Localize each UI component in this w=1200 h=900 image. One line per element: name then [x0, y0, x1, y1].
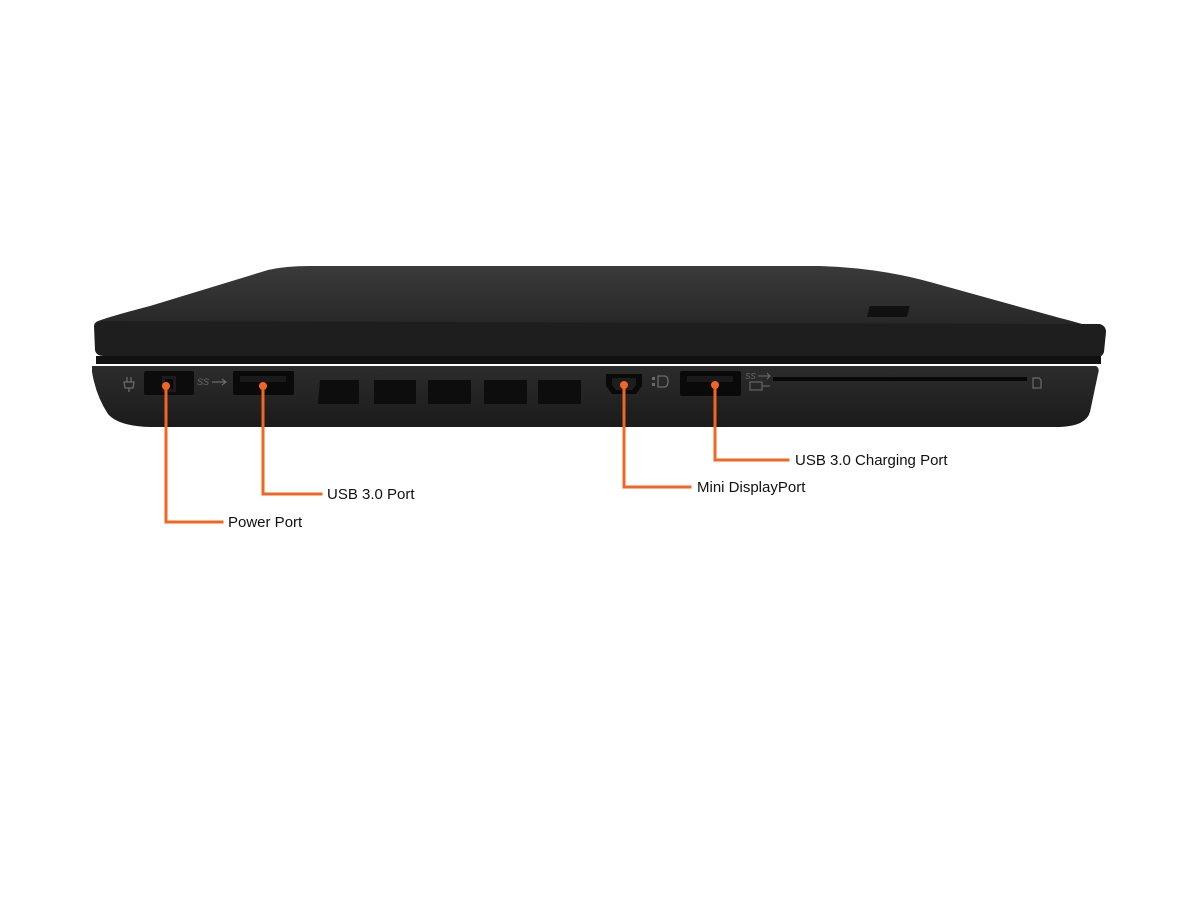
card-reader-slot: [773, 377, 1027, 381]
lid-edge: [94, 321, 1106, 358]
mini-displayport-callout-dot: [620, 381, 628, 389]
usb-charging-callout-line: [713, 383, 790, 462]
usb-port-label: USB 3.0 Port: [327, 486, 415, 503]
lid-top-surface: [96, 266, 1096, 330]
displayport-icon: [652, 375, 669, 388]
sd-card-icon: [1032, 377, 1042, 389]
power-port-callout-dot: [162, 382, 170, 390]
power-port-label: Power Port: [228, 514, 303, 531]
power-port-callout-line: [164, 384, 224, 524]
mini-displayport-label: Mini DisplayPort: [697, 479, 806, 496]
usb-charge-icon: SS: [745, 372, 771, 391]
power-port: [144, 371, 194, 395]
usb-charging-port-label: USB 3.0 Charging Port: [795, 452, 948, 469]
brand-logo: [866, 306, 910, 317]
usb-port-callout-line: [261, 384, 323, 496]
hinge-gap: [96, 356, 1101, 364]
usb-superspeed-icon: SS: [197, 377, 227, 387]
mini-displayport-callout-line: [622, 383, 692, 489]
svg-text:SS: SS: [745, 372, 756, 381]
cooling-vents: [318, 380, 581, 404]
usb-port-callout-dot: [259, 382, 267, 390]
svg-text:SS: SS: [197, 377, 209, 387]
usb-charging-callout-dot: [711, 381, 719, 389]
usb-charging-port: [680, 371, 741, 396]
callout-lines: [164, 383, 790, 524]
power-plug-icon: [123, 377, 135, 392]
callout-dots: [162, 381, 719, 390]
